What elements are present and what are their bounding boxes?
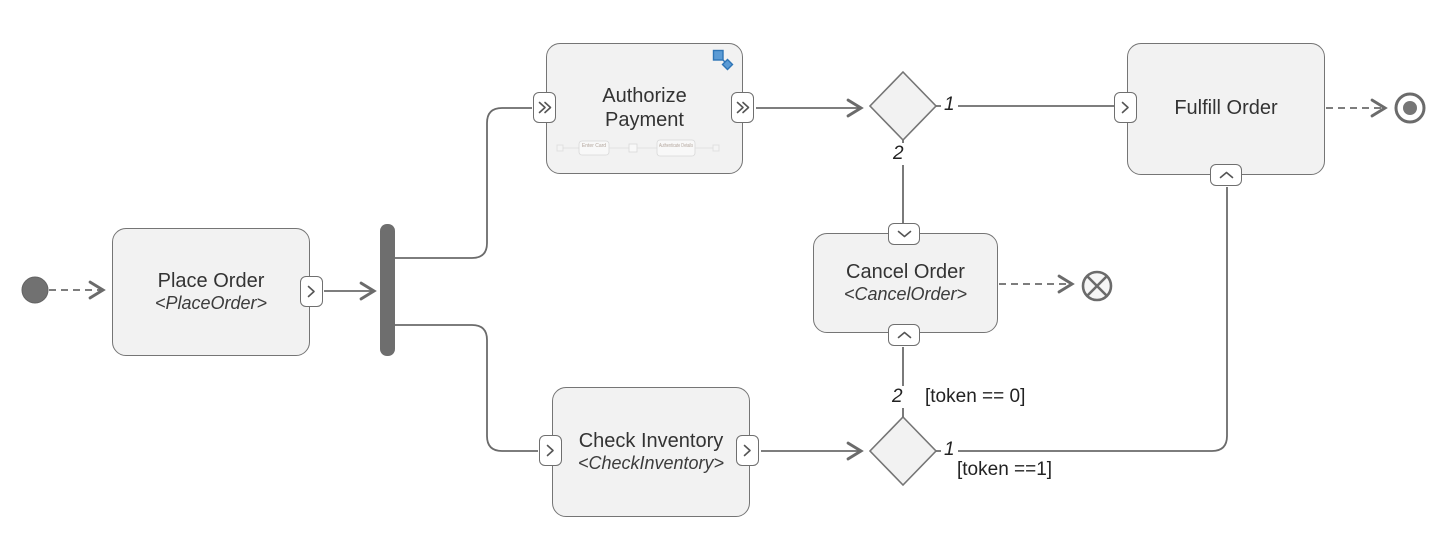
authorize-payment-title: Authorize Payment xyxy=(602,84,687,131)
cancel-order-title: Cancel Order xyxy=(846,260,965,283)
edge-fork-to-authorize-payment[interactable] xyxy=(395,107,532,259)
inventory-decision-label-2: 2 xyxy=(889,386,906,408)
node-place-order[interactable]: Place Order <PlaceOrder> xyxy=(112,228,310,356)
guard-token-equals-0: [token == 0] xyxy=(925,386,1026,407)
initial-node[interactable] xyxy=(21,276,49,304)
cancel-order-stereotype: <CancelOrder> xyxy=(843,284,968,305)
place-order-title: Place Order xyxy=(157,269,265,292)
fulfill-order-bottom-port[interactable] xyxy=(1210,164,1242,186)
payment-decision-label-2: 2 xyxy=(890,143,907,165)
place-order-stereotype: <PlaceOrder> xyxy=(154,293,268,314)
double-chevron-right-icon xyxy=(736,101,749,114)
preview-step-enter-card: Enter Card xyxy=(582,143,606,149)
payment-decision-label-1: 1 xyxy=(941,94,958,116)
double-chevron-right-icon xyxy=(538,101,551,114)
node-check-inventory[interactable]: Check Inventory <CheckInventory> xyxy=(552,387,750,517)
check-inventory-title: Check Inventory xyxy=(578,429,724,452)
chevron-right-icon xyxy=(743,444,751,457)
check-inventory-output-port[interactable] xyxy=(736,435,759,466)
fork-bar[interactable] xyxy=(380,224,395,356)
chevron-right-icon xyxy=(307,285,315,298)
fulfill-order-input-port[interactable] xyxy=(1114,92,1137,123)
authorize-payment-output-port[interactable] xyxy=(731,92,754,123)
inventory-decision-label-1: 1 xyxy=(941,439,958,461)
chevron-right-icon xyxy=(1121,101,1129,114)
inventory-decision-diamond[interactable] xyxy=(868,415,938,487)
activity-final-node[interactable] xyxy=(1394,92,1426,124)
payment-decision-diamond[interactable] xyxy=(868,70,938,142)
edge-decision-to-fulfill-order-bottom[interactable] xyxy=(936,187,1228,452)
chevron-up-icon xyxy=(1219,171,1233,179)
check-inventory-stereotype: <CheckInventory> xyxy=(577,453,725,474)
cancel-order-bottom-port[interactable] xyxy=(888,324,920,346)
authorize-payment-input-port[interactable] xyxy=(533,92,556,123)
node-authorize-payment[interactable]: Enter Card Authenticate Details Authoriz… xyxy=(546,43,743,174)
chevron-up-icon xyxy=(897,331,911,339)
fulfill-order-title: Fulfill Order xyxy=(1174,97,1278,120)
chevron-right-icon xyxy=(546,444,554,457)
check-inventory-input-port[interactable] xyxy=(539,435,562,466)
cancel-order-top-port[interactable] xyxy=(888,223,920,245)
subprocess-preview: Enter Card Authenticate Details xyxy=(556,139,720,157)
node-cancel-order[interactable]: Cancel Order <CancelOrder> xyxy=(813,233,998,333)
subprocess-icon xyxy=(712,49,734,71)
flow-final-node[interactable] xyxy=(1081,270,1113,302)
place-order-output-port[interactable] xyxy=(300,276,323,307)
edge-fork-to-check-inventory[interactable] xyxy=(395,324,538,452)
node-fulfill-order[interactable]: Fulfill Order xyxy=(1127,43,1325,175)
chevron-down-icon xyxy=(897,230,911,238)
guard-token-equals-1: [token ==1] xyxy=(957,459,1053,480)
preview-step-authenticate: Authenticate Details xyxy=(659,143,693,149)
